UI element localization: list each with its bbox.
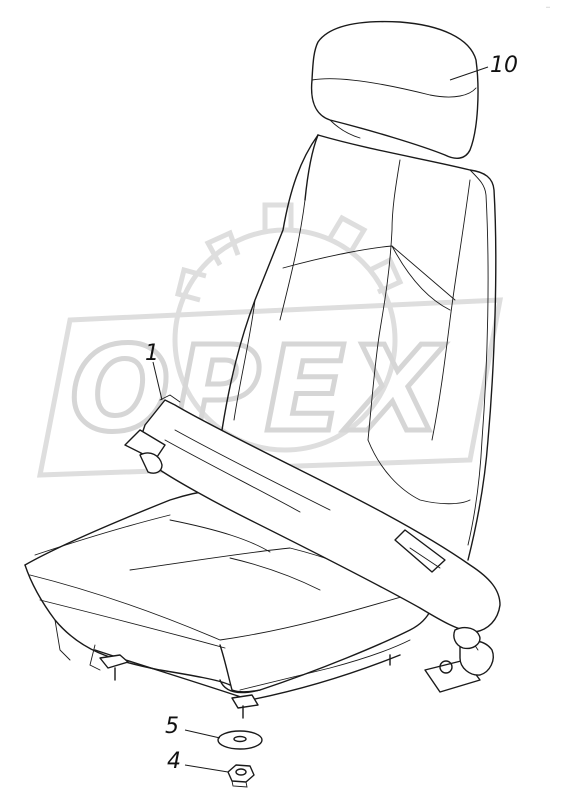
callout-1: 1 (145, 341, 159, 366)
seat-belt (124, 394, 501, 650)
callout-10: 10 (490, 53, 518, 78)
washer (217, 730, 263, 750)
corner-mark: ᐩᐩ (546, 6, 550, 12)
callouts: 1 10 5 4 (145, 53, 518, 774)
callout-5: 5 (165, 714, 179, 739)
callout-4: 4 (167, 749, 181, 774)
leader-line-4 (184, 764, 229, 773)
nut (227, 764, 255, 788)
headrest (310, 20, 479, 159)
seat-back (214, 134, 497, 561)
gear-watermark-icon (172, 202, 404, 453)
leader-lines (152, 66, 489, 773)
leader-line-5 (184, 729, 221, 739)
leader-line-1 (152, 361, 163, 401)
watermark-text: OPEX (70, 320, 445, 458)
watermark: OPEX (36, 202, 504, 478)
seat-frame (89, 637, 494, 719)
leader-line-10 (449, 66, 489, 81)
